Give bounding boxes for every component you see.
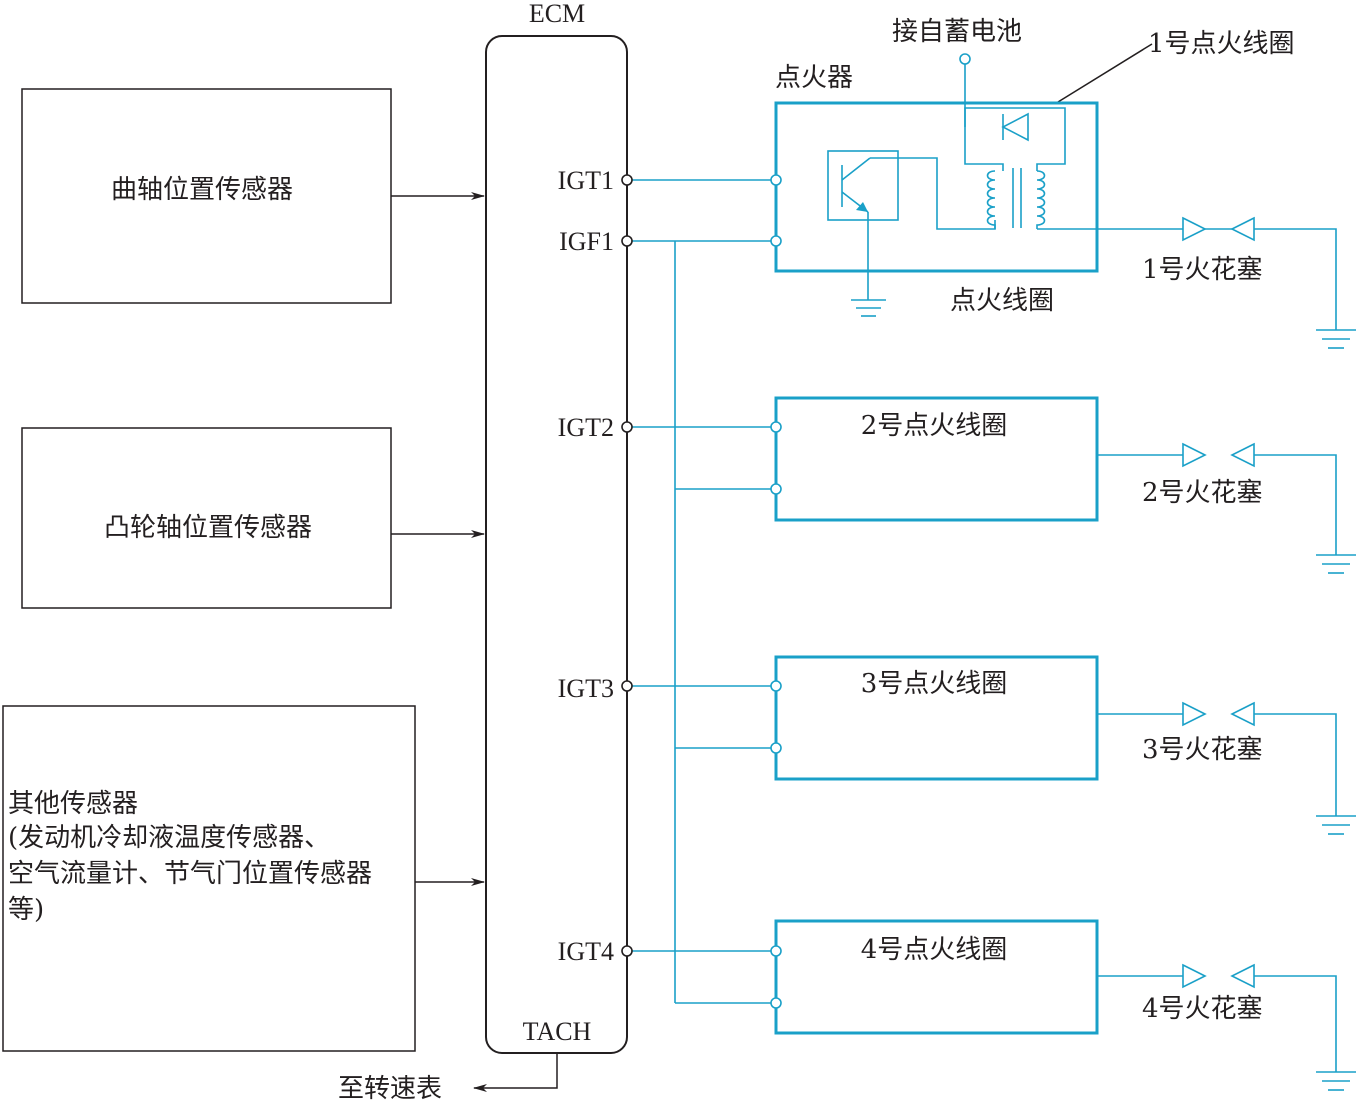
igniter-label: 点火器 bbox=[775, 63, 853, 93]
other-sensors-line-2: (发动机冷却液温度传感器、 bbox=[8, 823, 330, 853]
plug3-label: 3号火花塞 bbox=[1142, 735, 1263, 765]
plug3-electrode-left bbox=[1182, 701, 1207, 727]
transistor-to-coil-wire bbox=[870, 157, 996, 230]
plug2-electrode-left bbox=[1182, 442, 1207, 468]
pin-igf1: IGF1 bbox=[559, 227, 614, 256]
battery-feed-wire bbox=[964, 64, 1004, 171]
plug4-electrode-right bbox=[1230, 963, 1255, 989]
coil4-label: 4号点火线圈 bbox=[861, 935, 1008, 965]
coil3-igt-terminal bbox=[770, 680, 782, 692]
plug4-label: 4号火花塞 bbox=[1142, 994, 1263, 1024]
cam-sensor-label: 凸轮轴位置传感器 bbox=[104, 513, 312, 543]
tach-output-line bbox=[473, 1053, 558, 1092]
diode-loop-wire bbox=[964, 107, 1066, 171]
igt3-terminal bbox=[621, 680, 633, 692]
cam-sensor-box bbox=[21, 427, 392, 609]
other-sensors-line-1: 其他传感器 bbox=[8, 789, 138, 819]
transistor-arrow-icon bbox=[856, 202, 868, 212]
plug3-electrode-right bbox=[1230, 701, 1255, 727]
plug4-electrode-left bbox=[1182, 963, 1207, 989]
coil3-box bbox=[774, 655, 1099, 781]
other-sensors-line-4: 等) bbox=[8, 895, 44, 925]
plug2-electrode-right bbox=[1230, 442, 1255, 468]
igniter-transistor-box bbox=[827, 150, 899, 221]
coil1-igf-terminal bbox=[770, 235, 782, 247]
plug4-ground-wire bbox=[1254, 975, 1337, 1072]
diode-icon bbox=[1001, 112, 1029, 142]
crank-sensor-label: 曲轴位置传感器 bbox=[111, 175, 293, 205]
coil1-label: 1号点火线圈 bbox=[1148, 29, 1295, 59]
other-sensors-box bbox=[2, 705, 416, 1052]
plug3-ground-wire bbox=[1254, 713, 1337, 816]
coil3-label: 3号点火线圈 bbox=[861, 669, 1008, 699]
igt2-terminal bbox=[621, 421, 633, 433]
transistor-collector bbox=[841, 157, 871, 181]
primary-winding-icon bbox=[986, 170, 996, 229]
coil4-igf-terminal bbox=[770, 997, 782, 1009]
plug2-label: 2号火花塞 bbox=[1142, 478, 1263, 508]
coil1-leader-line bbox=[1057, 43, 1153, 103]
coil2-igf-terminal bbox=[770, 483, 782, 495]
igt1-terminal bbox=[621, 174, 633, 186]
pin-igt4: IGT4 bbox=[558, 937, 614, 966]
battery-terminal bbox=[959, 53, 971, 65]
ecm-label: ECM bbox=[529, 0, 585, 28]
plug1-electrode-left bbox=[1182, 216, 1207, 242]
other-sensors-line-3: 空气流量计、节气门位置传感器 bbox=[8, 859, 372, 889]
pin-tach: TACH bbox=[523, 1017, 592, 1046]
igt4-terminal bbox=[621, 945, 633, 957]
coil3-igf-terminal bbox=[770, 742, 782, 754]
plug1-label: 1号火花塞 bbox=[1142, 255, 1263, 285]
coil1-box bbox=[774, 101, 1099, 273]
plug1-ground-wire bbox=[1254, 228, 1337, 330]
to-tachometer-label: 至转速表 bbox=[338, 1074, 442, 1104]
pin-igt2: IGT2 bbox=[558, 413, 614, 442]
coil4-igt-terminal bbox=[770, 945, 782, 957]
pin-igt1: IGT1 bbox=[558, 166, 614, 195]
coil1-igt-terminal bbox=[770, 174, 782, 186]
battery-label: 接自蓄电池 bbox=[892, 17, 1022, 47]
ignition-coil-label: 点火线圈 bbox=[950, 286, 1054, 316]
secondary-winding-icon bbox=[1036, 170, 1046, 229]
plug1-electrode-right bbox=[1230, 216, 1255, 242]
coil2-label: 2号点火线圈 bbox=[861, 411, 1008, 441]
coil4-box bbox=[774, 919, 1099, 1035]
plug2-ground-wire bbox=[1254, 454, 1337, 555]
pin-igt3: IGT3 bbox=[558, 674, 614, 703]
coil2-igt-terminal bbox=[770, 421, 782, 433]
igf1-terminal bbox=[621, 235, 633, 247]
coil2-box bbox=[774, 396, 1099, 522]
